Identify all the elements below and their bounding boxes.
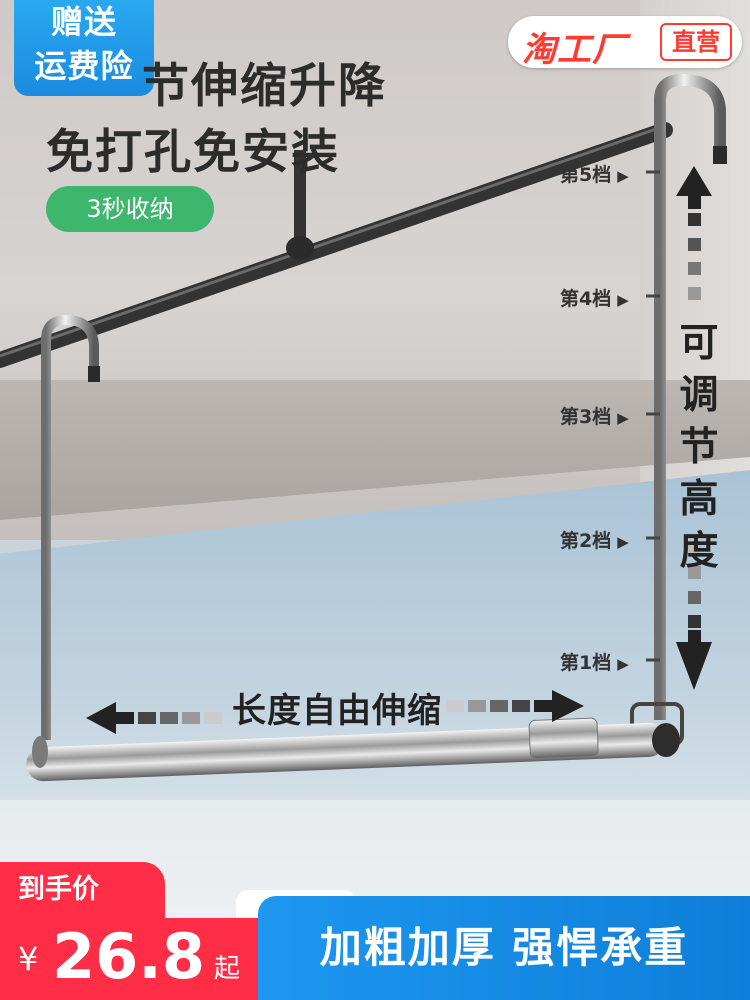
gear-text: 第4档 (560, 288, 612, 310)
currency-symbol: ¥ (18, 940, 39, 978)
shop-badge: 淘工厂 直营 (508, 16, 742, 70)
price-box: ¥ 26.8 起 (0, 918, 258, 1000)
adjustable-height-label: 可 调 节 高 度 (674, 318, 724, 578)
badge-line-2: 运费险 (34, 47, 134, 85)
gear-label-4: 第4档 ▶ (560, 284, 629, 311)
left-arrow-icon (86, 702, 116, 734)
vchar: 节 (679, 425, 719, 470)
vchar: 度 (679, 529, 719, 574)
badge-line-1: 赠送 (50, 3, 117, 41)
triangle-right-icon: ▶ (617, 409, 629, 427)
gear-label-2: 第2档 ▶ (560, 526, 629, 553)
ceiling-rod (0, 122, 673, 368)
gear-label-5: 第5档 ▶ (560, 160, 629, 187)
shop-logo: 淘工厂 (522, 30, 627, 70)
gear-text: 第3档 (560, 406, 612, 428)
telescopic-bar (26, 722, 666, 782)
gear-text: 第2档 (560, 530, 612, 552)
up-arrow-icon (676, 166, 712, 196)
gear-ticks (646, 170, 660, 662)
gear-text: 第5档 (560, 164, 612, 186)
down-arrow-icon (676, 642, 712, 690)
triangle-right-icon: ▶ (617, 167, 629, 185)
headline-line-2: 免打孔免安装 (46, 125, 340, 180)
triangle-right-icon: ▶ (617, 291, 629, 309)
price-amount: 26.8 (52, 920, 205, 993)
price-tab: 到手价 (0, 862, 165, 918)
quick-storage-pill: 3秒收纳 (46, 186, 214, 232)
headline-line-1: 节伸缩升降 (142, 59, 387, 114)
gear-label-1: 第1档 ▶ (560, 648, 629, 675)
gear-label-3: 第3档 ▶ (560, 402, 629, 429)
triangle-right-icon: ▶ (617, 533, 629, 551)
rod-support (294, 150, 306, 250)
length-label: 长度自由伸缩 (232, 691, 442, 731)
left-hanger (41, 314, 99, 740)
triangle-right-icon: ▶ (617, 655, 629, 673)
vchar: 调 (679, 373, 719, 418)
price-suffix: 起 (214, 954, 241, 984)
right-hanger (654, 73, 726, 720)
shop-tag: 直营 (660, 23, 732, 61)
promo-banner: 加粗加厚 强悍承重 (258, 896, 750, 1000)
free-shipping-insurance-badge: 赠送 运费险 (14, 0, 154, 96)
right-arrow-icon (552, 690, 584, 722)
vchar: 高 (679, 477, 719, 522)
price-strip: 到手价 ¥ 26.8 起 加粗加厚 强悍承重 (0, 862, 750, 1000)
gear-text: 第1档 (560, 652, 612, 674)
vchar: 可 (679, 321, 719, 366)
headline: 节伸缩升降 免打孔免安装 (46, 54, 387, 186)
